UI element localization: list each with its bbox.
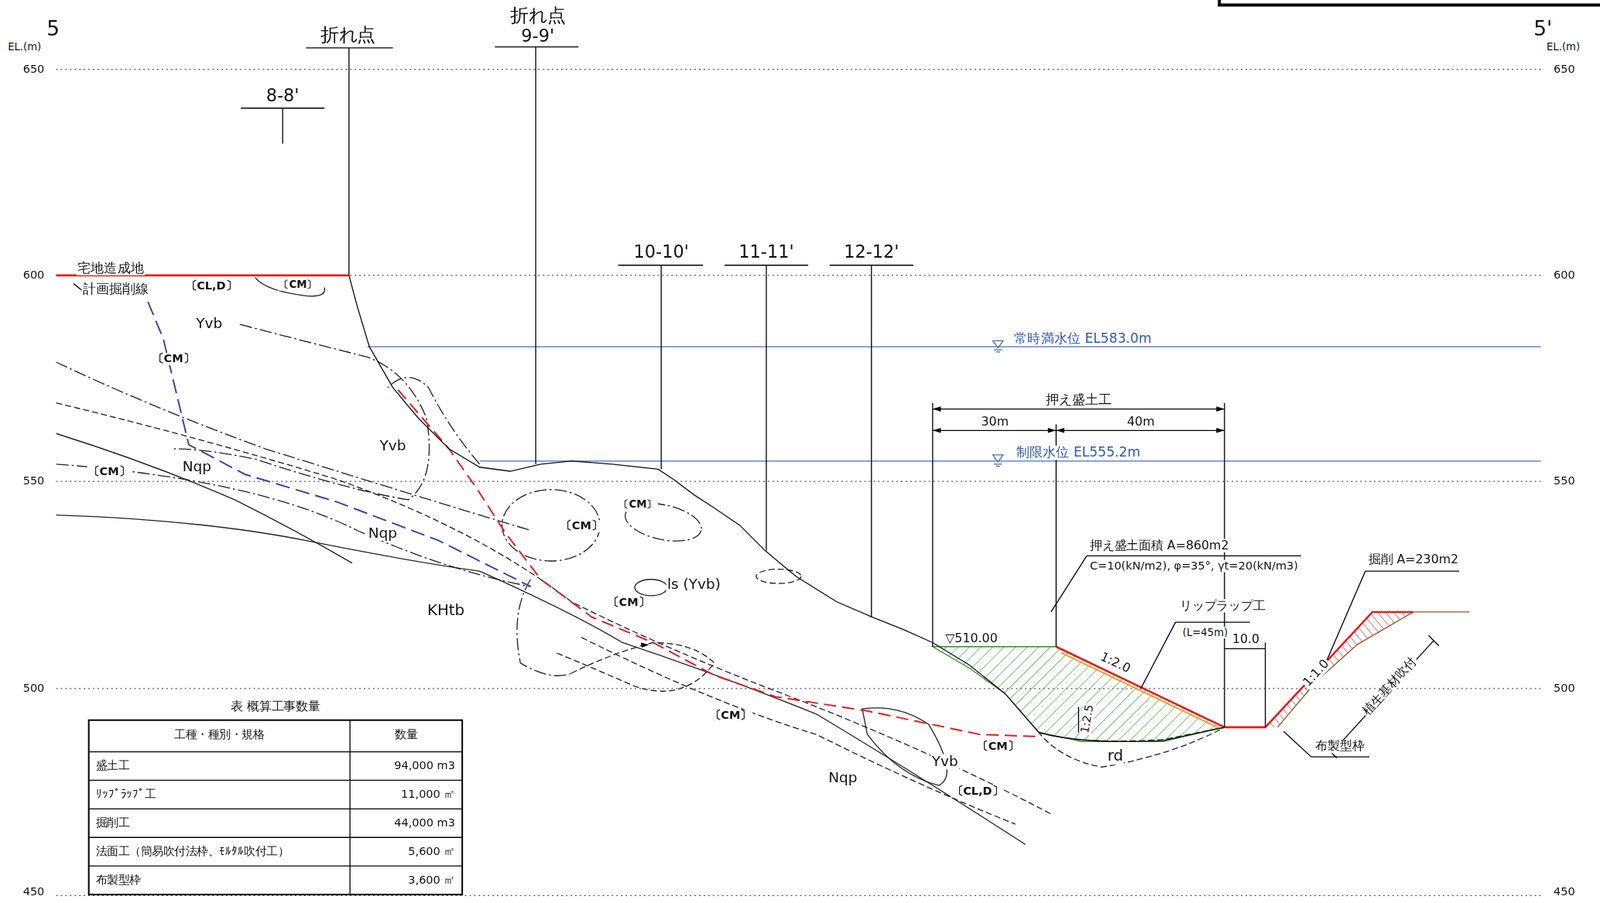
water-level-label: 常時満水位 EL583.0m [1013,331,1153,347]
geology-label: 〔CM〕 [559,520,604,533]
elevation-grid [56,69,1542,897]
note-text: リップラップ工 [1178,599,1267,613]
table-cell: 94,000 m3 [393,760,456,773]
section-label: 10-10' [632,242,690,262]
geology-label: 〔CL,D〕 [950,785,1004,799]
table-cell: 表 概算工事数量 [229,700,322,714]
table-cell: 法面工（簡易吹付法枠、ﾓﾙﾀﾙ吹付工） [95,846,291,859]
dimension-text: 1:2.0 [1097,650,1134,677]
table-cell: 11,000 ㎡ [400,788,457,802]
table-cell: ﾘｯﾌﾟﾗｯﾌﾟ工 [95,788,158,802]
geology-label: Nqp [827,770,859,787]
table-cell: 数量 [394,729,419,742]
dimension-text: 押え盛土工 [1044,392,1113,408]
dimension-text: 10.0 [1231,633,1261,647]
water-level-label: 制限水位 EL555.2m [1015,445,1142,461]
section-marker [240,47,914,618]
geology-label: 〔CM〕 [606,596,651,610]
elevation-value: EL.(m) [6,41,43,53]
dimension-text: 1:2.5 [1079,702,1097,736]
quantity-table [89,720,463,895]
geology-label: Yvb [378,438,408,454]
elevation-value: 450 [1552,886,1577,899]
note-text: (L=45m) [1182,626,1230,639]
geology-label: 〔CM〕 [708,709,753,723]
ground-profile [932,642,1039,733]
elevation-value: 600 [21,269,45,282]
dimension-line [932,403,1439,759]
arrow-mark [640,642,650,648]
dimension-arrow [932,406,1225,433]
table-cell: 44,000 m3 [393,817,456,830]
section-label: 12-12' [842,242,901,262]
geology-label: 〔CM〕 [151,352,196,366]
elevation-value: 550 [1552,475,1577,488]
table-cell: 掘削工 [95,817,131,830]
elevation-value: 450 [21,886,45,899]
geology-label: 〔CM〕 [277,279,319,292]
elevation-value: 500 [1552,682,1577,696]
geology-label: 〔CL,D〕 [184,280,238,293]
geology-label: KHtb [426,601,466,619]
table-cell: 3,600 ㎡ [407,874,456,888]
note-text: 宅地造成地 [76,260,145,276]
ground-profile [349,275,933,644]
frame-line [1219,0,1600,6]
counterweight-fill [932,647,1225,743]
water-level-symbol [993,340,1004,466]
table-cell: 盛土工 [95,760,131,773]
note-text: C=10(kN/m2), φ=35°, γt=20(kN/m3) [1089,560,1300,573]
table-cell: 布製型枠 [95,874,143,888]
elevation-value: 500 [21,682,45,696]
note-text: 計画掘削線 [81,282,150,298]
dimension-text: 40m [1126,415,1156,429]
section-label: 折れ点 [509,5,567,26]
section-label: 5 [45,17,61,40]
geology-label: Yvb [930,754,960,771]
slip-surface [147,301,531,587]
elevation-value: EL.(m) [1545,41,1582,53]
dimension-text: 1:1.0 [1300,656,1333,691]
table-cell: 5,600 ㎡ [407,846,456,859]
note-text: 押え盛土面積 A=860m2 [1089,539,1230,553]
excavation-line [1224,612,1414,728]
geology-label: Nqp [366,525,398,542]
elevation-value: 650 [1552,63,1577,76]
river-bed [1038,727,1225,742]
note-text: 布製型枠 [1314,740,1366,754]
water-level-line [367,346,1542,462]
note-text: 植生基材吹付 [1359,654,1420,720]
dimension-text: ▽510.00 [944,632,999,646]
ground-profile [1277,612,1470,728]
geology-label: Nqp [181,459,213,476]
elevation-value: 650 [21,63,45,76]
section-label: 5' [1532,17,1554,40]
geology-label: ls (Yvb) [666,576,723,593]
geology-label: 〔CM〕 [617,498,658,511]
geology-label: rd [1106,747,1124,765]
section-label: 11-11' [737,242,795,262]
geologic-boundary [56,277,1225,846]
geology-label: 〔CM〕 [976,740,1021,754]
geology-label: Yvb [195,315,224,332]
table-cell: 工種・種別・規格 [173,729,266,742]
dimension-text: 30m [979,415,1010,429]
elevation-value: 550 [21,475,45,488]
excavation-area [1265,612,1414,728]
section-label: 折れ点 [319,24,377,45]
elevation-value: 600 [1552,269,1577,282]
note-text: 掘削 A=230m2 [1367,553,1460,567]
slip-surface [397,390,1036,737]
leader-line [1051,555,1460,758]
section-label: 9-9' [520,26,556,46]
geology-label: 〔CM〕 [87,465,132,479]
section-label: 8-8' [264,86,300,107]
